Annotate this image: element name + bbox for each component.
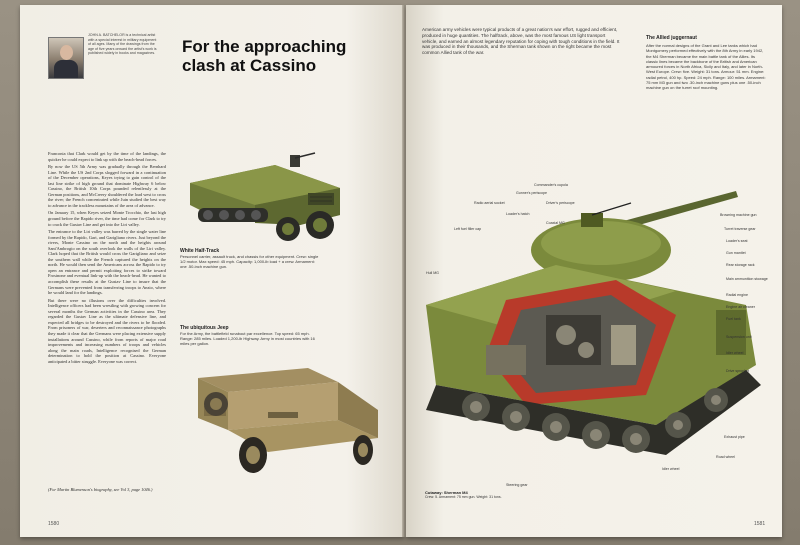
tank-label: Turret traverse gear xyxy=(724,227,756,231)
article-paragraph: But there were no illusions over the dif… xyxy=(48,297,166,364)
page-number-right: 1581 xyxy=(754,521,766,527)
jeep-caption-title: The ubiquitous Jeep xyxy=(180,325,229,331)
tank-label: Radio aerial socket xyxy=(474,201,505,205)
sidebar-body: After the normal designs of the Grant an… xyxy=(646,43,766,91)
spine xyxy=(402,5,408,537)
intro-text: American army vehicles were typical prod… xyxy=(422,27,620,56)
page-number-left: 1580 xyxy=(48,521,60,527)
halftrack-illustration xyxy=(190,152,340,241)
tank-label: Rear storage rack xyxy=(726,263,755,267)
tank-label: Left fuel filler cap xyxy=(454,227,482,231)
tank-label: Radial engine xyxy=(726,293,748,297)
tank-label: Exhaust pipe xyxy=(724,435,745,439)
tank-label: Fuel tank xyxy=(726,317,741,321)
tank-label: Steering gear xyxy=(506,483,528,487)
headline: For the approaching clash at Cassino xyxy=(182,37,347,75)
tank-label: Loader's hatch xyxy=(506,212,530,216)
tank-label: Drive sprocket xyxy=(726,369,749,373)
jeep-caption: The ubiquitous Jeep For the Army, the ba… xyxy=(180,325,320,346)
tank-label: Loader's seat xyxy=(726,239,748,243)
tank-label: Idler wheel xyxy=(726,351,744,355)
halftrack-caption-title: White Half-Track xyxy=(180,248,220,254)
tank-label: Main ammunition stowage xyxy=(726,277,768,281)
tank-caption-title: Cutaway: Sherman M4 xyxy=(425,490,468,495)
tank-label: Commander's cupola xyxy=(534,183,568,187)
tank-caption-body: Crew: 5. Armament: 75 mm gun. Weight: 31… xyxy=(425,495,502,499)
tank-caption: Cutaway: Sherman M4 Crew: 5. Armament: 7… xyxy=(425,490,525,500)
biography-reference: (For Martin Blumenson's biography, see V… xyxy=(48,487,153,492)
jeep-caption-body: For the Army, the battlefield runabout p… xyxy=(180,331,315,346)
author-photo xyxy=(48,37,84,79)
sherman-cutaway-illustration xyxy=(426,191,761,455)
halftrack-caption: White Half-Track Personnel carrier, assa… xyxy=(180,248,320,269)
sidebar-title: The Allied juggernaut xyxy=(646,35,697,41)
right-page: American army vehicles were typical prod… xyxy=(406,5,782,537)
tank-label: Gun mantlet xyxy=(726,251,746,255)
article-paragraph: On January 15, when Keyes seized Monte T… xyxy=(48,210,166,227)
tank-label: Driver's periscope xyxy=(546,201,575,205)
tank-label: Road wheel xyxy=(716,455,735,459)
tank-label: Suspension unit xyxy=(726,335,752,339)
left-page: JOHN A. BATCHELOR is a technical artist … xyxy=(20,5,404,537)
article-paragraph: The entrance to the Liri valley was barr… xyxy=(48,229,166,296)
jeep-illustration xyxy=(198,368,378,473)
halftrack-caption-body: Personnel carrier, assault truck, and ch… xyxy=(180,254,319,269)
tank-label: Hull MG xyxy=(426,271,439,275)
article-body: Franconia that Clark would get by the ti… xyxy=(48,151,166,366)
article-paragraph: By now the US 5th Army was gradually thr… xyxy=(48,164,166,208)
magazine-spread: JOHN A. BATCHELOR is a technical artist … xyxy=(20,5,782,540)
article-paragraph: Franconia that Clark would get by the ti… xyxy=(48,151,166,162)
tank-label: Coaxial MG xyxy=(546,221,565,225)
tank-label: Browning machine gun xyxy=(720,213,757,217)
tank-label: Engine air cleaner xyxy=(726,305,755,309)
sidebar: The Allied juggernaut After the normal d… xyxy=(646,35,768,91)
author-bio: JOHN A. BATCHELOR is a technical artist … xyxy=(88,33,157,56)
tank-label: Gunner's periscope xyxy=(516,191,548,195)
tank-label: Idler wheel xyxy=(662,467,680,471)
